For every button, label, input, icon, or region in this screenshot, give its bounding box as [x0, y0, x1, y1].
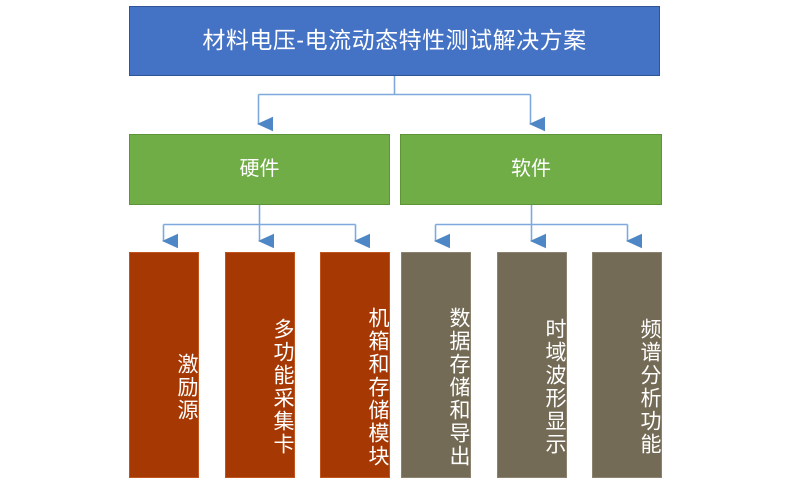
node-leaf-chassis-storage-module[interactable]: 机箱和存储模块	[320, 252, 390, 478]
node-leaf-excitation-source[interactable]: 激励源	[129, 252, 199, 478]
node-category-software[interactable]: 软件	[400, 134, 662, 205]
node-root-title[interactable]: 材料电压-电流动态特性测试解决方案	[129, 6, 660, 76]
connector-software-to-children	[434, 205, 643, 249]
node-category-hardware[interactable]: 硬件	[129, 134, 390, 205]
node-leaf-time-domain-waveform-display[interactable]: 时域波形显示	[497, 252, 567, 478]
connector-root-to-categories	[257, 76, 546, 132]
node-leaf-multifunction-daq-card[interactable]: 多功能采集卡	[225, 252, 295, 478]
node-leaf-data-storage-export[interactable]: 数据存储和导出	[401, 252, 471, 478]
connector-hardware-to-children	[162, 205, 371, 249]
node-leaf-spectrum-analysis-function[interactable]: 频谱分析功能	[592, 252, 662, 478]
